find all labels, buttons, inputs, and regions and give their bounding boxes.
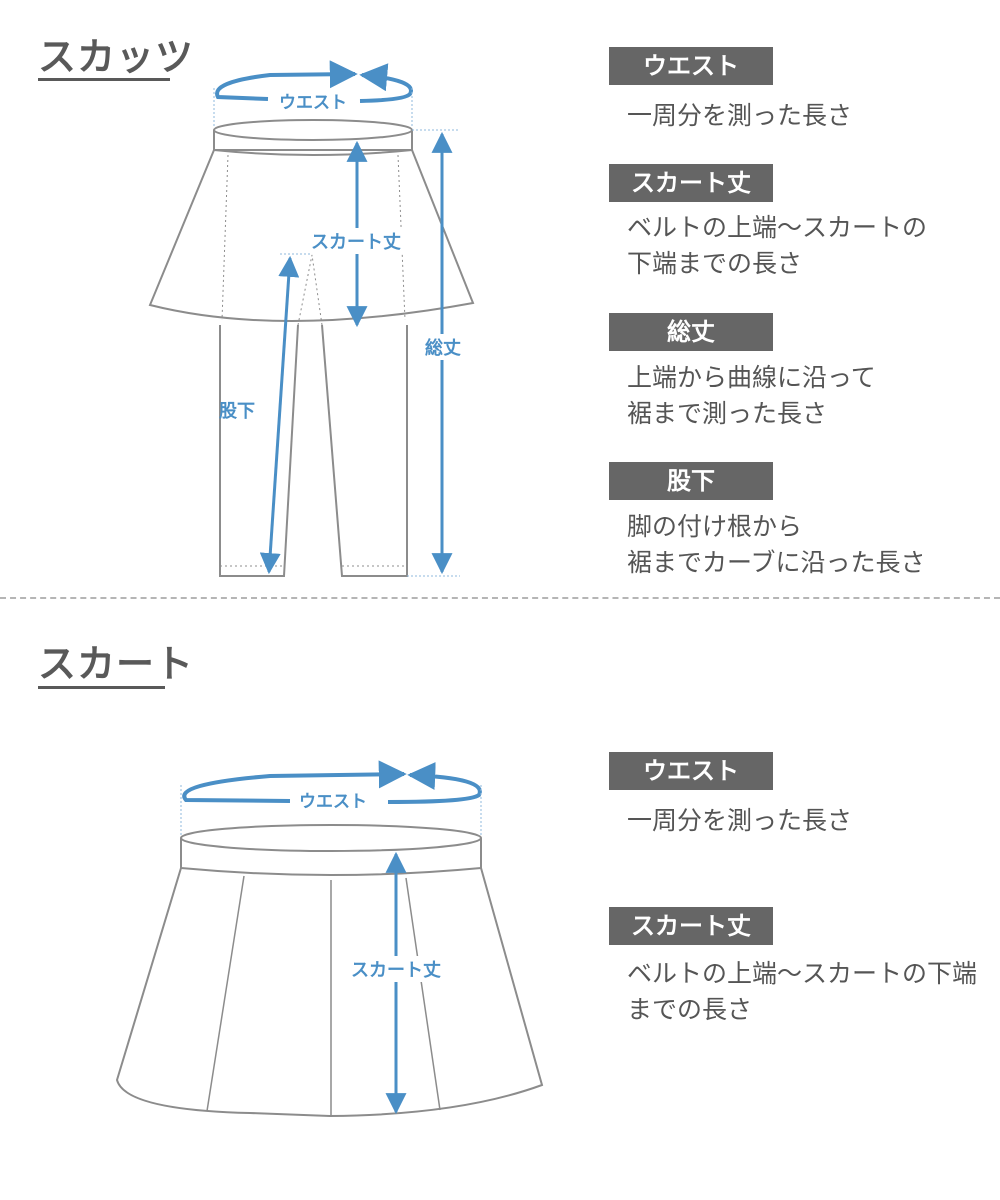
skirt-length-heading: スカート丈 — [609, 907, 773, 945]
skirt-waist-heading: ウエスト — [609, 752, 773, 790]
scuts-waist-description: 一周分を測った長さ — [627, 101, 853, 130]
scuts-total-length-measure: 総丈 — [407, 129, 466, 577]
scuts-inseam-measure: 股下 — [218, 253, 310, 575]
section-title-scuts: スカッツ — [38, 35, 195, 79]
skirt-length-measure: スカート丈 — [348, 851, 444, 1115]
section-divider — [0, 597, 1000, 599]
skirt-length-label: スカート丈 — [351, 960, 441, 981]
scuts-waist-heading: ウエスト — [609, 47, 773, 85]
skirt-length-description: ベルトの上端～スカートの下端 までの長さ — [627, 959, 978, 1024]
scuts-skirt-length-measure: スカート丈 — [308, 140, 404, 328]
skirt-waist-measure: ウエスト — [180, 760, 482, 836]
scuts-inseam-heading: 股下 — [609, 462, 773, 500]
section-title-skirt: スカート — [38, 642, 195, 686]
scuts-diagram: ウエスト スカート丈 総丈 股下 — [148, 60, 475, 577]
scuts-skirt-length-label: スカート丈 — [311, 232, 401, 253]
skirt-waist-label: ウエスト — [299, 792, 367, 812]
scuts-inseam-description: 脚の付け根から 裾までカーブに沿った長さ — [627, 512, 926, 577]
skirt-waist-description: 一周分を測った長さ — [627, 806, 853, 835]
scuts-waist-measure: ウエスト — [213, 60, 413, 128]
scuts-inseam-label: 股下 — [218, 401, 255, 422]
scuts-total-length-description: 上端から曲線に沿って 裾まで測った長さ — [627, 363, 876, 428]
scuts-waist-label: ウエスト — [279, 93, 347, 113]
scuts-skirt-length-heading: スカート丈 — [609, 164, 773, 202]
scuts-total-length-label: 総丈 — [425, 337, 461, 359]
section-title-underline — [38, 78, 170, 81]
section-title-underline — [38, 686, 165, 689]
scuts-total-length-heading: 総丈 — [609, 313, 773, 351]
scuts-skirt-length-description: ベルトの上端～スカートの 下端までの長さ — [627, 213, 928, 278]
skirt-outline — [115, 824, 544, 1118]
